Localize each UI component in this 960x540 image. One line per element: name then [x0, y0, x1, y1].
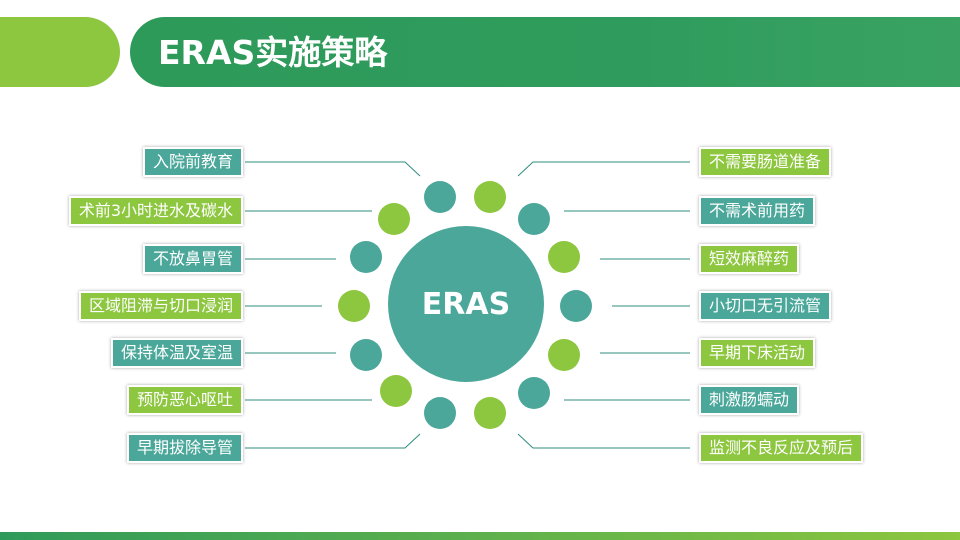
ring-dot	[338, 290, 370, 322]
ring-dot	[518, 203, 550, 235]
left-item-1: 入院前教育	[142, 147, 243, 177]
ring-dot	[380, 375, 412, 407]
right-item-7: 监测不良反应及预后	[699, 433, 864, 463]
right-item-4: 小切口无引流管	[699, 291, 832, 321]
ring-dot	[548, 339, 580, 371]
ring-dot	[474, 181, 506, 213]
ring-dot	[518, 377, 550, 409]
ring-dot	[350, 241, 382, 273]
footer-bar	[0, 532, 960, 540]
connector-right-7	[517, 433, 690, 449]
connector-right-1	[517, 161, 690, 177]
left-item-3: 不放鼻胃管	[142, 244, 243, 274]
page-title: ERAS实施策略	[158, 33, 388, 72]
right-item-1: 不需要肠道准备	[699, 147, 832, 177]
right-item-2: 不需术前用药	[699, 196, 816, 226]
right-item-6: 刺激肠蠕动	[699, 385, 800, 415]
connector-left-1	[245, 161, 421, 177]
header-accent-tab	[0, 17, 120, 87]
ring-dot	[548, 241, 580, 273]
left-item-7: 早期拔除导管	[126, 433, 243, 463]
ring-dot	[424, 181, 456, 213]
right-item-5: 早期下床活动	[699, 338, 816, 368]
ring-dot	[378, 203, 410, 235]
right-item-3: 短效麻醉药	[699, 244, 800, 274]
center-label: ERAS	[421, 286, 511, 322]
ring-dot	[560, 290, 592, 322]
left-item-4: 区域阻滞与切口浸润	[78, 291, 243, 321]
header-bar	[130, 17, 960, 87]
connector-left-7	[245, 433, 421, 449]
left-item-2: 术前3小时进水及碳水	[68, 196, 243, 226]
center-circle: ERAS	[388, 226, 544, 382]
ring-dot	[350, 339, 382, 371]
ring-dot	[474, 397, 506, 429]
left-item-6: 预防恶心呕吐	[126, 385, 243, 415]
ring-dot	[424, 397, 456, 429]
left-item-5: 保持体温及室温	[110, 338, 243, 368]
